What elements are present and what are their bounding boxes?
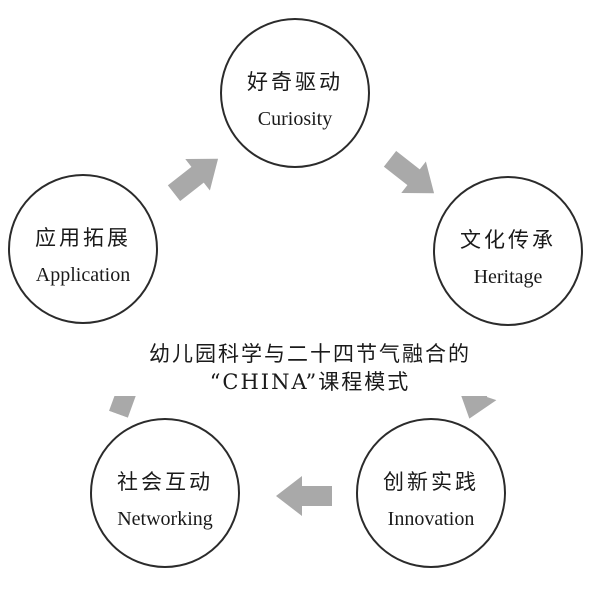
center-title-line1: 幼儿园科学与二十四节气融合的	[100, 338, 520, 368]
node-application: 应用拓展 Application	[8, 174, 158, 324]
node-application-zh: 应用拓展	[35, 226, 131, 250]
node-heritage-en: Heritage	[473, 266, 543, 288]
node-networking-zh: 社会互动	[117, 470, 213, 494]
node-heritage-zh: 文化传承	[460, 228, 556, 252]
node-networking: 社会互动 Networking	[90, 418, 240, 568]
center-title-line2: “CHINA”课程模式	[100, 366, 520, 396]
node-innovation-en: Innovation	[387, 508, 475, 530]
arrow-curiosity-to-heritage-icon	[378, 143, 447, 209]
node-curiosity-en: Curiosity	[257, 108, 333, 130]
node-heritage: 文化传承 Heritage	[433, 176, 583, 326]
arrow-application-to-curiosity-icon	[162, 143, 231, 209]
arrow-innovation-to-networking-icon	[276, 476, 332, 516]
node-networking-en: Networking	[117, 508, 213, 530]
node-application-en: Application	[35, 264, 131, 286]
node-curiosity-zh: 好奇驱动	[247, 70, 343, 94]
node-curiosity: 好奇驱动 Curiosity	[220, 18, 370, 168]
node-innovation-zh: 创新实践	[383, 470, 479, 494]
node-innovation: 创新实践 Innovation	[356, 418, 506, 568]
